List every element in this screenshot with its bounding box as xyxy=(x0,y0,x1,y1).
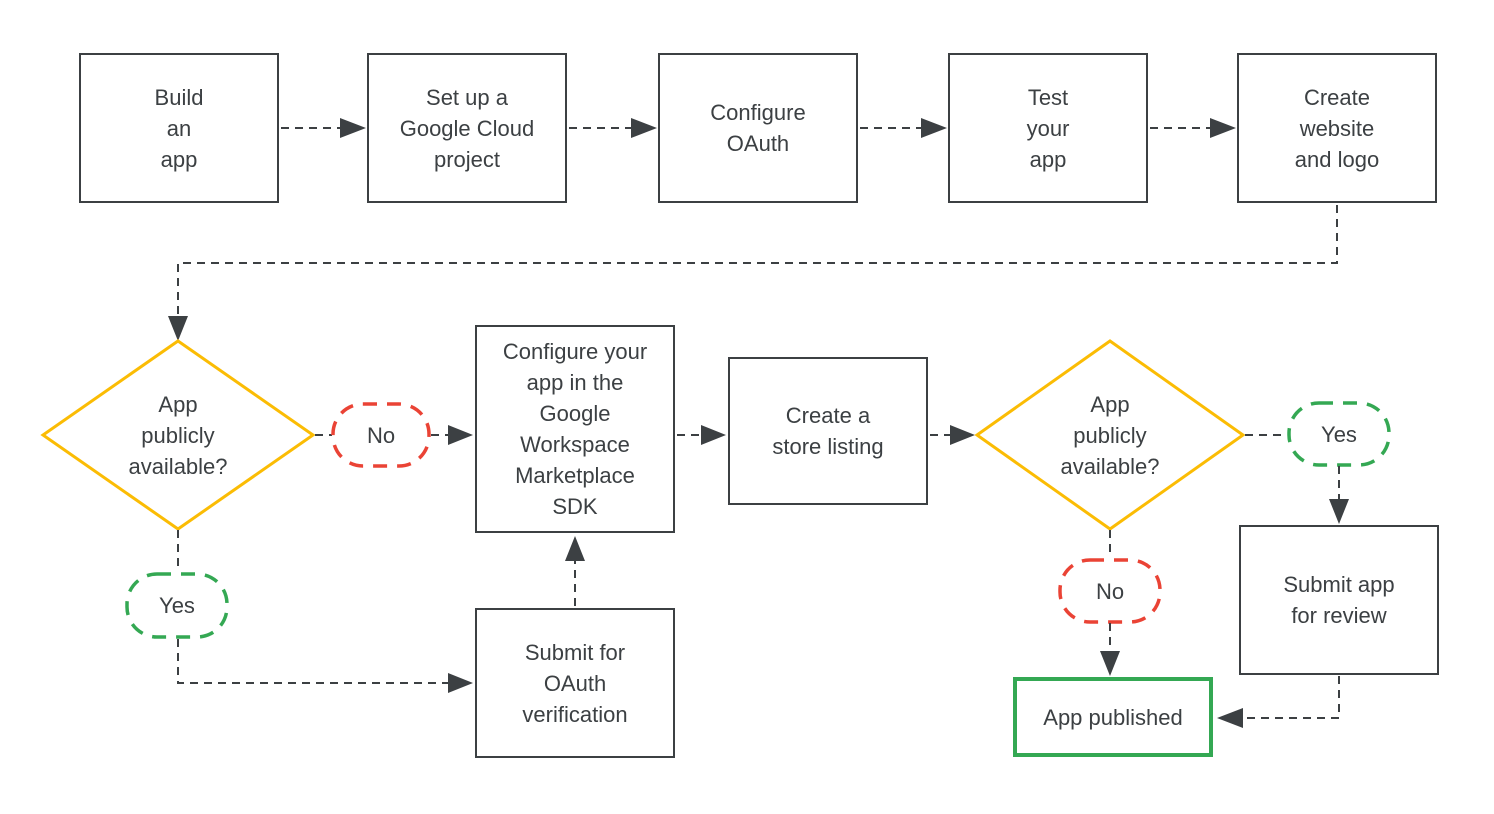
decision-right-diamond xyxy=(974,339,1246,531)
arrowhead-store-listing-to-right-decision xyxy=(950,425,975,445)
arrowhead-submit-oauth-to-sdk xyxy=(565,536,585,561)
arrowhead-website-to-left-decision xyxy=(168,316,188,341)
arrowhead-yes-to-submit-review xyxy=(1329,499,1349,524)
step-setup-google-cloud: Set up a Google Cloud project xyxy=(367,53,567,203)
step-app-published: App published xyxy=(1013,677,1213,757)
arrowhead-build-to-setup xyxy=(340,118,366,138)
step-configure-marketplace-sdk: Configure your app in the Google Workspa… xyxy=(475,325,675,533)
arrowhead-no-to-configure-sdk xyxy=(448,425,473,445)
connector-website-to-left-decision xyxy=(177,205,1338,316)
step-create-website-logo: Create website and logo xyxy=(1237,53,1437,203)
arrowhead-submit-review-to-app-published xyxy=(1217,708,1243,728)
step-submit-oauth-verification: Submit for OAuth verification xyxy=(475,608,675,758)
connector-yes-to-submit-oauth xyxy=(177,639,448,684)
no-oval-left xyxy=(331,402,431,468)
step-build-an-app: Build an app xyxy=(79,53,279,203)
arrowhead-setup-to-oauth xyxy=(631,118,657,138)
arrowhead-sdk-to-store-listing xyxy=(701,425,726,445)
arrowhead-test-to-website xyxy=(1210,118,1236,138)
step-submit-app-for-review: Submit app for review xyxy=(1239,525,1439,675)
yes-oval-left xyxy=(125,572,229,639)
no-oval-right xyxy=(1058,558,1162,624)
connector-submit-review-to-app-published xyxy=(1243,676,1340,719)
decision-left-diamond xyxy=(40,339,316,531)
arrowhead-yes-to-submit-oauth xyxy=(448,673,473,693)
step-test-your-app: Test your app xyxy=(948,53,1148,203)
arrowhead-oauth-to-test xyxy=(921,118,947,138)
step-configure-oauth: Configure OAuth xyxy=(658,53,858,203)
yes-oval-right xyxy=(1287,401,1391,467)
step-create-store-listing: Create a store listing xyxy=(728,357,928,505)
arrowhead-no-to-app-published xyxy=(1100,651,1120,676)
